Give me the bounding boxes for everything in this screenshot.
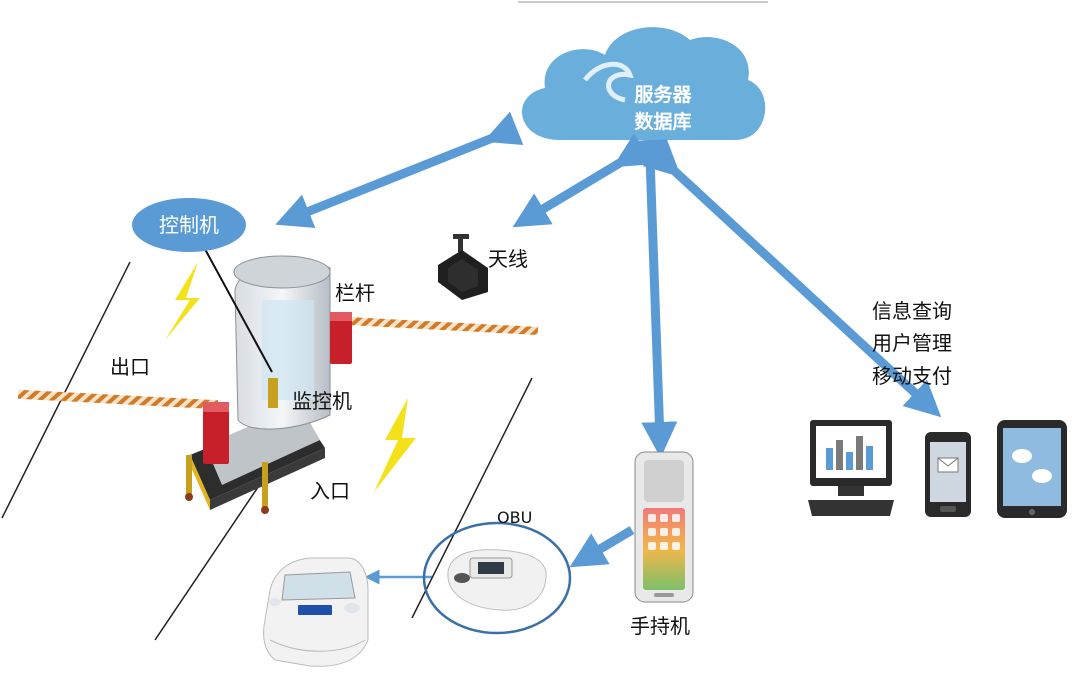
arrow-cloud-controller: [275, 111, 524, 229]
antenna-label: 天线: [488, 247, 528, 271]
monitor-label: 监控机: [292, 389, 352, 413]
toll-booth: [185, 255, 352, 514]
exit-direction-arrow: [165, 262, 200, 340]
controller-node: 控制机: [132, 198, 246, 252]
controller-pointer: [199, 239, 273, 373]
obu-highlight-ring: [422, 521, 572, 635]
cloud-label-database: 数据库: [634, 110, 691, 133]
service-item-info-query: 信息查询: [872, 299, 952, 323]
obu-label: OBU: [497, 508, 532, 527]
arrow-cloud-devices: [642, 139, 942, 418]
antenna-icon: [438, 234, 488, 300]
arrow-cloud-handheld: [631, 139, 678, 458]
barrier-label: 栏杆: [335, 281, 375, 305]
handheld-device-icon: [634, 451, 694, 603]
entrance-direction-arrow: [374, 398, 416, 492]
smartphone-icon: [925, 432, 971, 517]
link-arrows: [275, 111, 942, 568]
controller-label: 控制机: [159, 213, 219, 237]
barrier-arm-entrance: [347, 317, 539, 335]
service-item-mobile-payment: 移动支付: [872, 364, 952, 388]
cloud-label-server: 服务器: [634, 83, 692, 106]
handheld-label: 手持机: [630, 614, 690, 638]
desktop-computer-icon: [808, 420, 894, 516]
barrier-arm-exit: [17, 389, 219, 410]
gate-exit: [203, 402, 229, 464]
entrance-label: 入口: [310, 479, 350, 503]
gate-entrance: [330, 312, 352, 364]
car-image: [263, 557, 369, 667]
exit-label: 出口: [110, 355, 150, 379]
tablet-icon: [997, 420, 1067, 518]
service-item-user-management: 用户管理: [872, 331, 952, 355]
obu-device-icon: [447, 549, 547, 611]
server-cloud: 服务器 数据库: [522, 27, 766, 140]
arrow-cloud-antenna: [512, 133, 653, 228]
arrow-handheld-obu: [569, 526, 635, 568]
